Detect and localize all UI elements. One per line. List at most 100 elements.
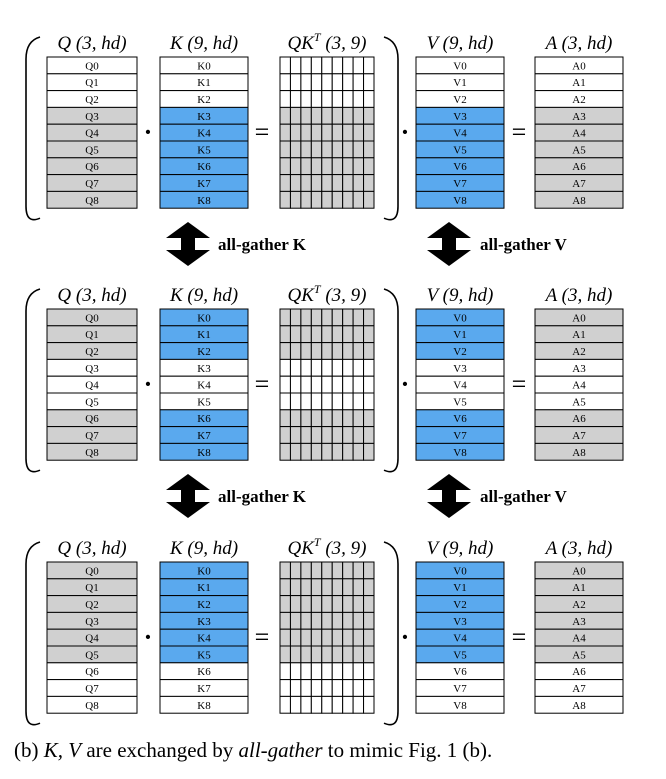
qkt-cell <box>300 73 312 92</box>
qkt-cell <box>363 123 375 142</box>
matrix-q-row-label: Q8 <box>85 700 99 712</box>
qkt-cell <box>321 578 333 597</box>
matrix-v-row-label: V6 <box>453 666 467 678</box>
qkt-cell <box>289 392 302 411</box>
matrix-k-row-label: K4 <box>197 128 211 140</box>
qkt-cell <box>331 140 344 159</box>
header-q: Q (3, hd) <box>57 33 126 54</box>
qkt-cell <box>342 695 354 714</box>
dot-operator: · <box>144 118 153 147</box>
qkt-cell <box>289 157 302 176</box>
equals-operator: = <box>255 623 270 652</box>
qkt-cell <box>342 106 354 125</box>
qkt-cell <box>352 695 365 714</box>
double-vertical-arrow-icon <box>427 474 471 518</box>
matrix-k-row-label: K7 <box>197 430 211 442</box>
matrix-k-row-label: K4 <box>197 633 211 645</box>
matrix-v-row-label: V6 <box>453 413 467 425</box>
qkt-cell <box>279 679 291 697</box>
qkt-cell <box>310 409 323 428</box>
matrix-k-row-label: K1 <box>197 582 210 594</box>
matrix-k-row-label: K6 <box>197 666 211 678</box>
matrix-v-row-label: V5 <box>453 396 467 408</box>
qkt-cell <box>310 157 323 176</box>
qkt-cell <box>321 106 333 125</box>
dot-operator: · <box>401 370 410 399</box>
matrix-k-row-label: K0 <box>197 565 211 577</box>
qkt-cell <box>352 578 365 597</box>
matrix-q-row-label: Q7 <box>85 178 99 190</box>
matrix-q-row <box>46 190 138 209</box>
qkt-cell <box>331 106 344 125</box>
qkt-cell <box>279 442 291 461</box>
qkt-cell <box>289 123 302 142</box>
qkt-cell <box>310 174 323 192</box>
qkt-cell <box>289 442 302 461</box>
qkt-cell <box>331 409 344 428</box>
matrix-q-row-label: Q5 <box>85 144 99 156</box>
qkt-cell <box>363 578 375 597</box>
qkt-cell <box>331 358 344 377</box>
qkt-cell <box>363 628 375 647</box>
qkt-cell <box>300 308 312 327</box>
matrix-v-row <box>415 442 505 461</box>
qkt-cell <box>289 628 302 647</box>
qkt-cell <box>331 595 344 613</box>
qkt-cell <box>352 342 365 360</box>
right-paren <box>383 541 399 726</box>
header-q: Q (3, hd) <box>57 285 126 306</box>
qkt-cell <box>352 123 365 142</box>
qkt-cell <box>363 695 375 714</box>
matrix-k-row <box>159 695 249 714</box>
qkt-cell <box>321 561 333 580</box>
qkt-cell <box>310 325 323 344</box>
qkt-cell <box>289 174 302 192</box>
matrix-q-row-label: Q7 <box>85 430 99 442</box>
qkt-cell <box>300 392 312 411</box>
qkt-cell <box>279 308 291 327</box>
qkt-cell <box>279 90 291 108</box>
qkt-cell <box>279 645 291 664</box>
matrix-v-row-label: V1 <box>453 77 466 89</box>
qkt-cell <box>279 392 291 411</box>
qkt-cell <box>352 628 365 647</box>
matrix-k-row-label: K8 <box>197 447 211 459</box>
matrix-v-row <box>415 695 505 714</box>
qkt-cell <box>363 190 375 209</box>
matrix-k-row-label: K6 <box>197 413 211 425</box>
matrix-q-row-label: Q6 <box>85 413 99 425</box>
matrix-k-row-label: K6 <box>197 161 211 173</box>
header-k: K (9, hd) <box>169 538 238 559</box>
header-qkt: QKT (3, 9) <box>288 282 367 306</box>
matrix-k-row-label: K1 <box>197 77 210 89</box>
qkt-cell <box>300 123 312 142</box>
qkt-cell <box>331 442 344 461</box>
matrix-a-row-label: A5 <box>572 396 586 408</box>
matrix-a-row-label: A2 <box>572 94 585 106</box>
qkt-cell <box>310 561 323 580</box>
qkt-cell <box>300 56 312 75</box>
qkt-cell <box>310 595 323 613</box>
qkt-cell <box>321 123 333 142</box>
qkt-cell <box>363 90 375 108</box>
dot-operator: · <box>401 118 410 147</box>
matrix-a-row-label: A7 <box>572 683 586 695</box>
qkt-cell <box>321 628 333 647</box>
qkt-cell <box>352 645 365 664</box>
qkt-cell <box>331 325 344 344</box>
qkt-cell <box>279 358 291 377</box>
matrix-k-row-label: K5 <box>197 144 211 156</box>
qkt-cell <box>342 56 354 75</box>
matrix-a-row-label: A2 <box>572 346 585 358</box>
matrix-v-row-label: V3 <box>453 111 467 123</box>
qkt-cell <box>289 595 302 613</box>
qkt-cell <box>321 342 333 360</box>
matrix-qkt <box>279 308 375 461</box>
qkt-cell <box>352 106 365 125</box>
qkt-cell <box>279 375 291 394</box>
header-a: A (3, hd) <box>544 285 613 306</box>
matrix-q-row <box>46 695 138 714</box>
